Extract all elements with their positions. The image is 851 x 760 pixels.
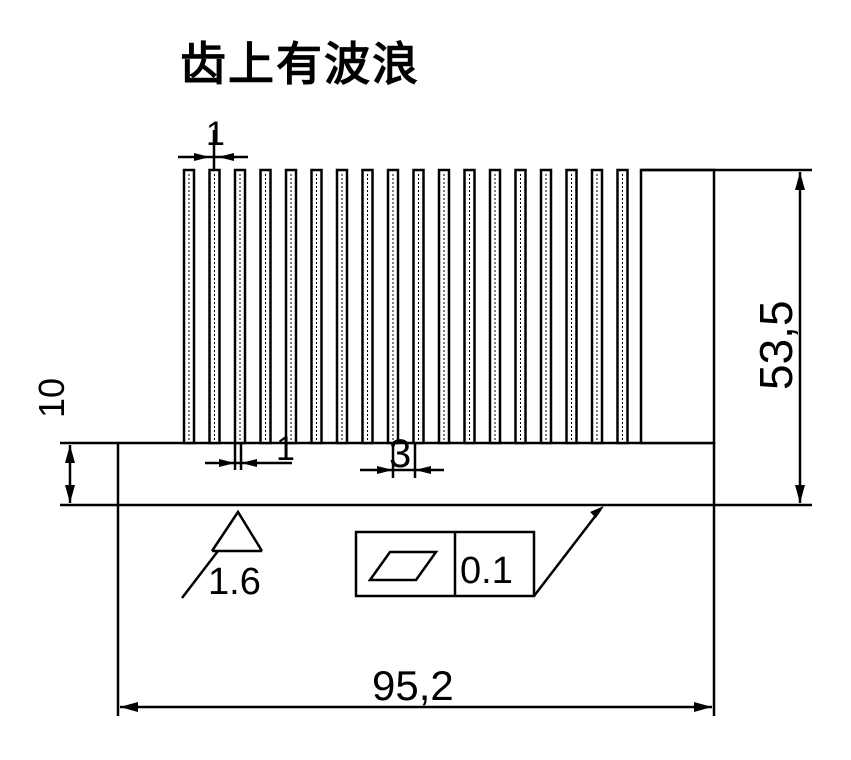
- fin-root-label: 1: [276, 430, 295, 468]
- heatsink-end-block: [639, 168, 716, 445]
- heatsink-fins: [182, 168, 629, 445]
- flatness-icon: [367, 550, 439, 582]
- tolerance-value: 0.1: [460, 550, 513, 592]
- base-height-label: 10: [31, 378, 72, 418]
- fin-thickness-label: 1: [206, 115, 225, 153]
- total-height-label: 53,5: [750, 300, 802, 390]
- drawing-title: 齿上有波浪: [180, 37, 420, 91]
- total-width-label: 95,2: [372, 662, 454, 709]
- tolerance-frame: [354, 509, 601, 598]
- roughness-icon: [181, 509, 264, 599]
- roughness-label: 1.6: [208, 561, 261, 603]
- fin-gap-label: 3: [389, 432, 411, 476]
